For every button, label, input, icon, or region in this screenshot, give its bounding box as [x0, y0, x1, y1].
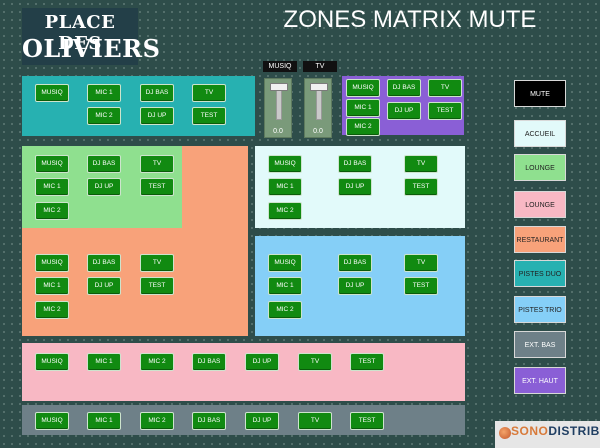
cyan-musiq-button[interactable]: MUSIQ: [268, 155, 302, 173]
teal-djbas-button[interactable]: DJ BAS: [140, 84, 174, 102]
purple-mic2-button[interactable]: MIC 2: [346, 118, 380, 136]
purple-musiq-button[interactable]: MUSIQ: [346, 79, 380, 97]
green-test-button[interactable]: TEST: [140, 178, 174, 196]
purple-tv-button[interactable]: TV: [428, 79, 462, 97]
pink-mic1-button[interactable]: MIC 1: [87, 353, 121, 371]
blue-djbas-button[interactable]: DJ BAS: [338, 254, 372, 272]
gray-mic2-button[interactable]: MIC 2: [140, 412, 174, 430]
blue-mic1-button[interactable]: MIC 1: [268, 277, 302, 295]
purple-djbas-button[interactable]: DJ BAS: [387, 79, 421, 97]
pink-test-button[interactable]: TEST: [350, 353, 384, 371]
purple-test-button[interactable]: TEST: [428, 102, 462, 120]
logo-line1: PLACE DES: [44, 12, 116, 54]
teal-test-button[interactable]: TEST: [192, 107, 226, 125]
brand-part2: DISTRIB: [548, 424, 600, 438]
orange-musiq-button[interactable]: MUSIQ: [35, 254, 69, 272]
zone-lounge-green-button[interactable]: LOUNGE: [514, 154, 566, 181]
zone-lounge-pink-button[interactable]: LOUNGE: [514, 191, 566, 218]
zone-panel-pink: [22, 343, 465, 401]
fader-label-tv: TV: [303, 61, 337, 72]
orange-djup-button[interactable]: DJ UP: [87, 277, 121, 295]
teal-tv-button[interactable]: TV: [192, 84, 226, 102]
green-musiq-button[interactable]: MUSIQ: [35, 155, 69, 173]
fader-tv[interactable]: 0.0: [304, 78, 332, 138]
purple-djup-button[interactable]: DJ UP: [387, 102, 421, 120]
fader-knob[interactable]: [310, 83, 328, 91]
fader-knob[interactable]: [270, 83, 288, 91]
gray-mic1-button[interactable]: MIC 1: [87, 412, 121, 430]
blue-musiq-button[interactable]: MUSIQ: [268, 254, 302, 272]
gray-tv-button[interactable]: TV: [298, 412, 332, 430]
page-title: ZONES MATRIX MUTE: [283, 6, 537, 33]
fader-value: 0.0: [313, 128, 323, 135]
teal-mic2-button[interactable]: MIC 2: [87, 107, 121, 125]
pink-musiq-button[interactable]: MUSIQ: [35, 353, 69, 371]
cyan-test-button[interactable]: TEST: [404, 178, 438, 196]
cyan-djup-button[interactable]: DJ UP: [338, 178, 372, 196]
purple-mic1-button[interactable]: MIC 1: [346, 99, 380, 117]
orange-mic1-button[interactable]: MIC 1: [35, 277, 69, 295]
brand-logo: SONODISTRIB: [495, 421, 600, 448]
zone-ext-bas-button[interactable]: EXT. BAS: [514, 331, 566, 358]
brand-name: SONODISTRIB: [511, 424, 600, 438]
teal-djup-button[interactable]: DJ UP: [140, 107, 174, 125]
cyan-djbas-button[interactable]: DJ BAS: [338, 155, 372, 173]
gray-djbas-button[interactable]: DJ BAS: [192, 412, 226, 430]
orange-djbas-button[interactable]: DJ BAS: [87, 254, 121, 272]
green-tv-button[interactable]: TV: [140, 155, 174, 173]
cyan-mic1-button[interactable]: MIC 1: [268, 178, 302, 196]
pink-djbas-button[interactable]: DJ BAS: [192, 353, 226, 371]
green-djbas-button[interactable]: DJ BAS: [87, 155, 121, 173]
pink-tv-button[interactable]: TV: [298, 353, 332, 371]
gray-musiq-button[interactable]: MUSIQ: [35, 412, 69, 430]
zone-pistes-trio-button[interactable]: PISTES TRIO: [514, 296, 566, 323]
blue-djup-button[interactable]: DJ UP: [338, 277, 372, 295]
gray-test-button[interactable]: TEST: [350, 412, 384, 430]
brand-icon: [499, 427, 511, 439]
fader-label-musiq: MUSIQ: [263, 61, 297, 72]
green-mic1-button[interactable]: MIC 1: [35, 178, 69, 196]
mute-button[interactable]: MUTE: [514, 80, 566, 107]
pink-djup-button[interactable]: DJ UP: [245, 353, 279, 371]
blue-tv-button[interactable]: TV: [404, 254, 438, 272]
zone-accueil-button[interactable]: ACCUEIL: [514, 120, 566, 147]
green-mic2-button[interactable]: MIC 2: [35, 202, 69, 220]
zone-ext-haut-button[interactable]: EXT. HAUT: [514, 367, 566, 394]
orange-tv-button[interactable]: TV: [140, 254, 174, 272]
cyan-tv-button[interactable]: TV: [404, 155, 438, 173]
zone-restaurant-button[interactable]: RESTAURANT: [514, 226, 566, 253]
logo: PLACE DES OLIVIERS: [22, 8, 161, 65]
teal-mic1-button[interactable]: MIC 1: [87, 84, 121, 102]
brand-part1: SONO: [511, 424, 549, 438]
orange-test-button[interactable]: TEST: [140, 277, 174, 295]
gray-djup-button[interactable]: DJ UP: [245, 412, 279, 430]
pink-mic2-button[interactable]: MIC 2: [140, 353, 174, 371]
zone-pistes-duo-button[interactable]: PISTES DUO: [514, 260, 566, 287]
teal-musiq-button[interactable]: MUSIQ: [35, 84, 69, 102]
logo-line2: OLIVIERS: [22, 34, 161, 63]
blue-mic2-button[interactable]: MIC 2: [268, 301, 302, 319]
cyan-mic2-button[interactable]: MIC 2: [268, 202, 302, 220]
green-djup-button[interactable]: DJ UP: [87, 178, 121, 196]
fader-value: 0.0: [273, 128, 283, 135]
fader-musiq[interactable]: 0.0: [264, 78, 292, 138]
blue-test-button[interactable]: TEST: [404, 277, 438, 295]
orange-mic2-button[interactable]: MIC 2: [35, 301, 69, 319]
